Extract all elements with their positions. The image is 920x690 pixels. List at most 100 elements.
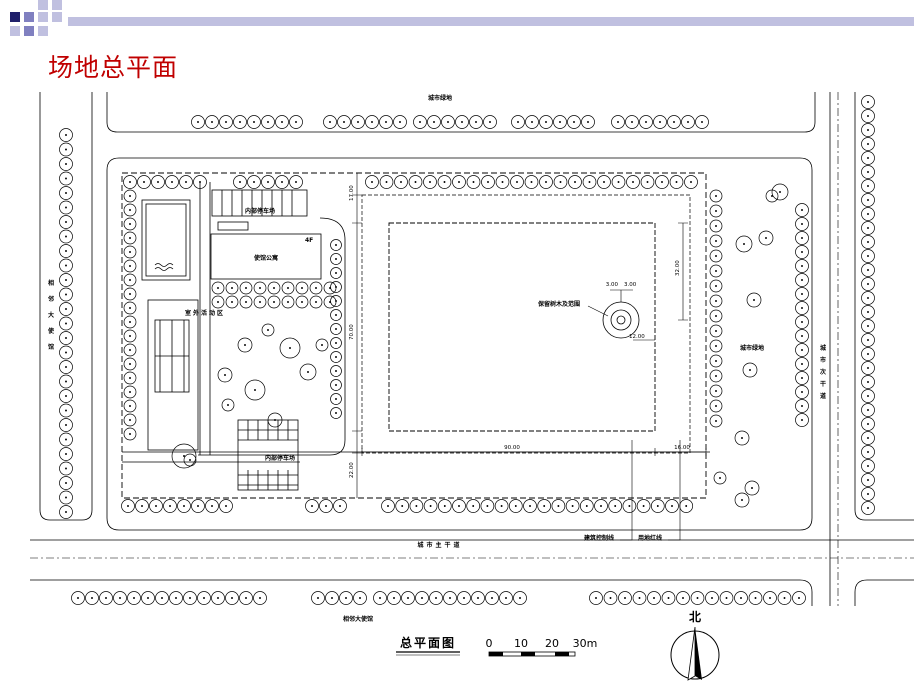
tree-49 xyxy=(59,360,73,374)
tree-dot-22 xyxy=(531,121,533,123)
dim-17: 17.00 xyxy=(349,185,355,201)
tree-dot-144 xyxy=(715,210,717,212)
dim-vertical-left xyxy=(352,173,362,498)
tree-301 xyxy=(734,492,750,508)
tree-dot-134 xyxy=(129,321,131,323)
tree-dot-240 xyxy=(638,597,641,599)
tree-dot-6 xyxy=(267,121,269,123)
tree-283 xyxy=(244,379,266,401)
tree-dot-148 xyxy=(715,270,717,272)
tree-dot-279 xyxy=(335,370,337,372)
tree-149 xyxy=(709,294,723,308)
tree-25 xyxy=(581,115,595,129)
label-city-green-top: 城市绿地 xyxy=(428,94,452,102)
tree-167 xyxy=(319,499,333,513)
tree-154 xyxy=(709,369,723,383)
tree-dot-226 xyxy=(379,597,381,599)
tree-dot-44 xyxy=(65,279,67,281)
tree-288 xyxy=(315,338,329,352)
tree-171 xyxy=(409,499,424,513)
tree-dot-43 xyxy=(65,264,67,267)
tree-31 xyxy=(681,115,695,129)
right-block-curb xyxy=(854,92,914,521)
tree-dot-38 xyxy=(65,192,67,194)
tree-dot-153 xyxy=(715,345,717,347)
tree-34 xyxy=(59,142,73,157)
dim-horizontal-bottom xyxy=(361,448,707,456)
tree-45 xyxy=(59,302,73,316)
tree-192 xyxy=(795,217,809,231)
tree-194 xyxy=(795,245,809,259)
tree-111 xyxy=(510,175,524,189)
tree-dot-174 xyxy=(443,505,446,507)
tree-dot-18 xyxy=(461,121,463,123)
tree-98 xyxy=(261,175,275,189)
tree-dot-181 xyxy=(543,505,546,507)
tree-197 xyxy=(795,287,809,301)
tree-dot-16 xyxy=(433,121,435,123)
deco-square-light-6 xyxy=(38,0,48,10)
tree-260 xyxy=(211,295,225,309)
tree-187 xyxy=(636,499,651,513)
tree-dot-82 xyxy=(867,395,869,397)
tree-28 xyxy=(639,115,653,129)
tree-240 xyxy=(647,591,661,605)
tree-65 xyxy=(861,165,875,179)
tree-168 xyxy=(333,499,347,513)
tree-dot-295 xyxy=(765,237,767,239)
tree-dot-168 xyxy=(325,505,327,507)
tree-dot-35 xyxy=(65,148,67,151)
tree-dot-274 xyxy=(335,300,337,302)
tree-dot-272 xyxy=(335,272,337,274)
tree-dot-96 xyxy=(199,181,201,183)
tree-2 xyxy=(219,115,233,129)
tree-258 xyxy=(309,281,323,295)
tree-dot-218 xyxy=(217,597,219,599)
tree-59 xyxy=(59,505,73,519)
tree-dot-230 xyxy=(435,597,437,599)
tree-dot-99 xyxy=(267,181,269,183)
leader-tree xyxy=(587,305,609,317)
tree-dot-85 xyxy=(867,437,869,439)
tree-dot-111 xyxy=(501,181,504,183)
tree-8 xyxy=(323,115,337,129)
tree-dot-13 xyxy=(385,121,387,123)
tree-dot-171 xyxy=(401,505,404,507)
tree-dot-10 xyxy=(343,121,345,123)
tree-dot-212 xyxy=(133,597,135,599)
tree-dot-197 xyxy=(801,279,803,281)
dim-32: 32.00 xyxy=(675,260,681,276)
tree-dot-210 xyxy=(105,597,107,599)
tree-dot-225 xyxy=(359,597,361,599)
tree-dot-59 xyxy=(65,496,67,499)
tree-298 xyxy=(742,362,758,378)
tree-dot-19 xyxy=(475,121,477,123)
tree-dot-68 xyxy=(867,199,869,201)
tree-178 xyxy=(508,499,523,513)
label-embassy-apartment: 使馆公寓 xyxy=(253,254,278,262)
tree-dot-185 xyxy=(600,505,602,507)
dim-12: 12.00 xyxy=(629,334,645,340)
tree-63 xyxy=(861,137,875,151)
tree-246 xyxy=(734,591,748,605)
tree-143 xyxy=(709,204,723,218)
tree-131 xyxy=(123,287,137,301)
tree-199 xyxy=(795,315,809,329)
dim-22: 22.00 xyxy=(349,462,355,478)
tree-dot-39 xyxy=(65,206,67,209)
tree-183 xyxy=(579,499,594,513)
tree-195 xyxy=(795,259,809,273)
tree-201 xyxy=(795,343,809,357)
tree-157 xyxy=(709,414,723,428)
tree-dot-42 xyxy=(65,250,67,252)
tree-92 xyxy=(151,175,165,189)
tree-dot-109 xyxy=(472,181,475,183)
tree-dot-164 xyxy=(197,505,199,507)
tree-dot-57 xyxy=(65,467,67,470)
tree-39 xyxy=(59,215,73,229)
tree-dot-80 xyxy=(867,367,869,369)
tree-41 xyxy=(59,244,73,258)
label-inner-parking-bottom: 内部停车场 xyxy=(265,454,295,462)
tree-53 xyxy=(59,418,73,432)
tree-dot-233 xyxy=(477,597,479,599)
